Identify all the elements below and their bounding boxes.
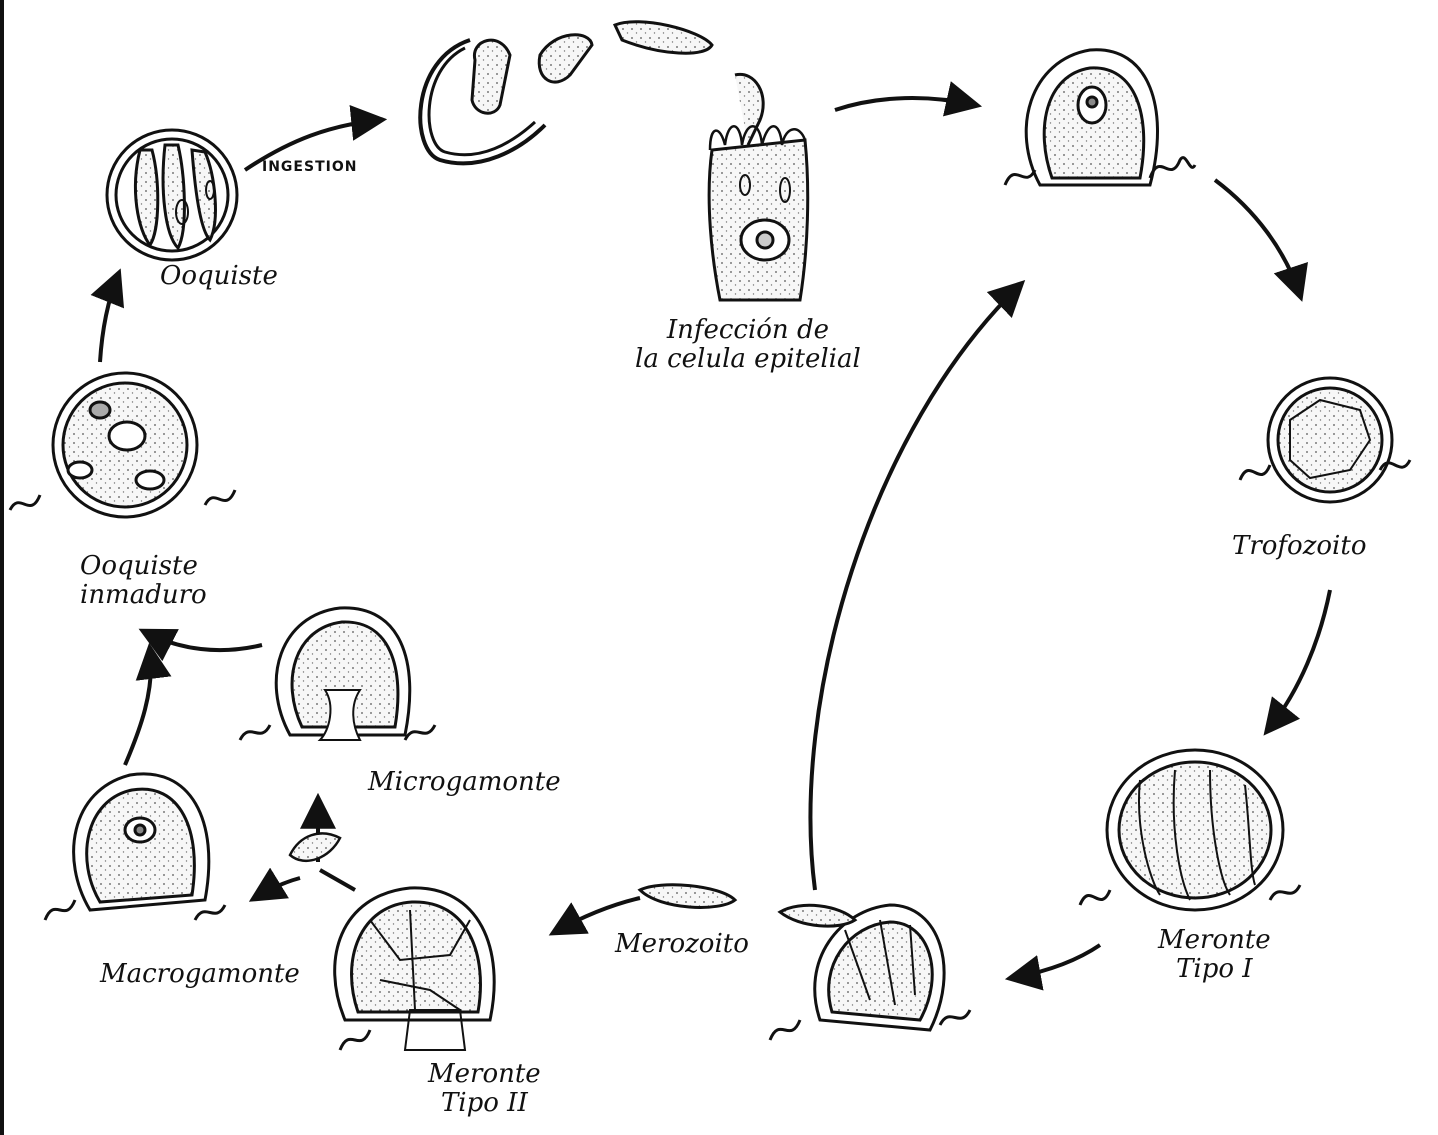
- label-infeccion: Infección de la celula epitelial: [635, 316, 861, 373]
- label-ingestion: INGESTION: [262, 160, 357, 175]
- label-microgamonte: Microgamonte: [368, 768, 561, 797]
- arrow-recycle-merozoites: [810, 285, 1020, 890]
- arrow-to-meronte1: [1268, 590, 1330, 730]
- arrow-branch: [320, 870, 355, 890]
- meronte-tipo2-illustration: [335, 888, 494, 1050]
- label-ooquiste-inmaduro: Ooquiste inmaduro: [80, 552, 207, 609]
- label-merozoito: Merozoito: [615, 930, 749, 959]
- label-meronte-tipo1: Meronte Tipo I: [1158, 926, 1271, 983]
- ooquiste-inmaduro-illustration: [10, 373, 235, 517]
- excystation-illustration: [420, 22, 712, 164]
- vacuole-illustration: [1005, 50, 1195, 185]
- microgamonte-illustration: [240, 608, 435, 740]
- microgamete: [290, 833, 340, 860]
- label-macrogamonte: Macrogamonte: [100, 960, 300, 989]
- epithelial-cell-illustration: [709, 74, 808, 300]
- arrow-micro-to-immature: [145, 632, 262, 650]
- arrow-to-ooquiste: [100, 275, 118, 362]
- ooquiste-illustration: [107, 130, 237, 260]
- arrow-to-meronte2: [555, 898, 640, 932]
- meronte-tipo1-illustration: [1080, 750, 1300, 910]
- arrow-to-macrogamonte: [255, 878, 300, 898]
- macrogamonte-illustration: [45, 774, 225, 920]
- label-ooquiste: Ooquiste: [160, 262, 278, 291]
- label-meronte-tipo2: Meronte Tipo II: [428, 1060, 541, 1117]
- merozoite-release-illustration: [640, 885, 970, 1040]
- arrow-to-vacuole: [835, 98, 975, 110]
- trofozoito-illustration: [1240, 378, 1410, 502]
- label-trofozoito: Trofozoito: [1232, 532, 1366, 561]
- arrow-macro-to-immature: [125, 650, 151, 765]
- arrow-to-trofozoito: [1215, 180, 1300, 295]
- arrow-to-merozoite-release: [1012, 945, 1100, 978]
